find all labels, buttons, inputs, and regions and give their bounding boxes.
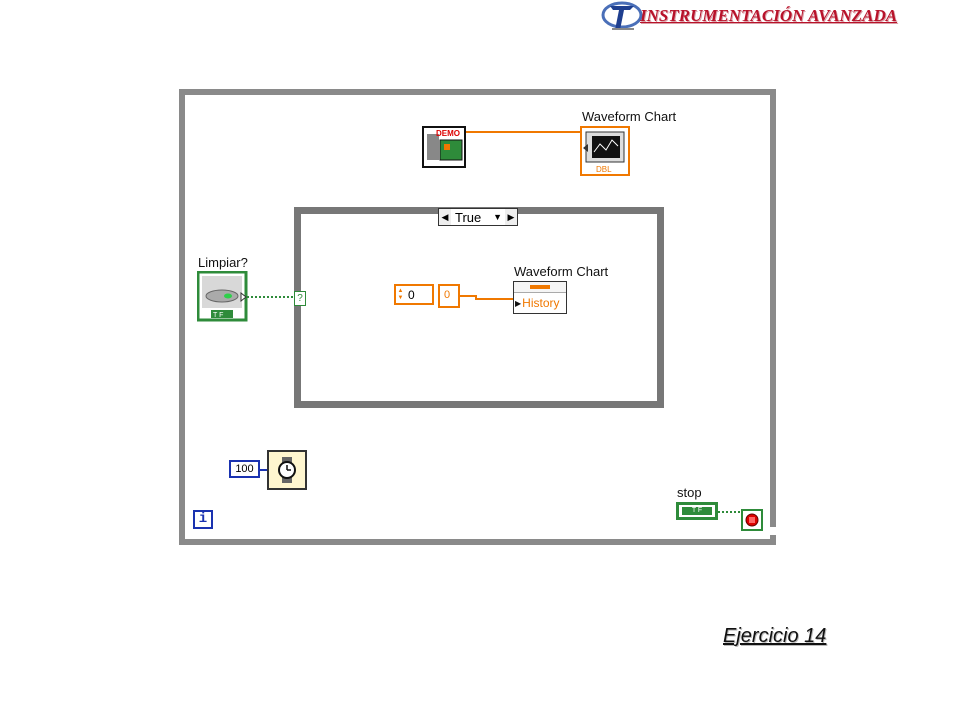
property-history-item[interactable]: ▶ History — [514, 293, 566, 313]
svg-text:DBL: DBL — [596, 165, 612, 174]
stop-label: stop — [677, 485, 702, 500]
property-input-arrow-icon: ▶ — [515, 298, 522, 308]
wait-wire — [260, 469, 268, 471]
iteration-terminal-icon[interactable]: i — [193, 510, 213, 529]
top-chart-label: Waveform Chart — [582, 109, 677, 124]
wait-ms-function[interactable] — [267, 450, 307, 495]
exercise-title: Ejercicio 14 — [723, 625, 827, 647]
while-loop[interactable] — [179, 89, 776, 545]
svg-text:T F: T F — [213, 312, 223, 319]
stop-boolean-terminal[interactable]: T F — [676, 502, 718, 520]
increment-arrows-icon[interactable]: ▲▼ — [397, 287, 404, 301]
loop-condition-terminal[interactable] — [741, 509, 763, 536]
numeric-control-value: 0 — [408, 287, 415, 302]
demo-daq-vi[interactable]: DEMO — [422, 126, 466, 173]
demo-daq-icon: DEMO — [422, 126, 466, 168]
numeric-indicator[interactable]: 0 — [438, 284, 460, 308]
stop-if-true-icon — [741, 509, 763, 531]
waveform-chart-icon: DBL — [580, 126, 630, 176]
property-history-label: History — [522, 296, 560, 310]
inner-chart-label: Waveform Chart — [514, 264, 609, 279]
top-waveform-chart-terminal[interactable]: DBL — [580, 126, 630, 181]
case-next-arrow-icon[interactable]: ▶ — [505, 209, 517, 225]
stop-terminal-tf: T F — [682, 507, 712, 515]
limpiar-boolean-terminal[interactable]: T F — [196, 270, 249, 328]
property-node-header — [514, 282, 566, 293]
case-selector-value: True — [455, 209, 482, 225]
course-title: INSTRUMENTACIÓN AVANZADA — [640, 6, 898, 25]
chart-property-node[interactable]: ▶ History — [513, 281, 567, 314]
case-selector[interactable]: ◀ True ▼ ▶ — [438, 208, 518, 226]
case-dropdown-icon[interactable]: ▼ — [493, 212, 502, 222]
numeric-control[interactable]: ▲▼ 0 — [394, 284, 434, 305]
svg-text:DEMO: DEMO — [436, 129, 460, 138]
boolean-control-label: Limpiar? — [198, 255, 248, 270]
watch-icon — [267, 450, 307, 490]
case-selector-terminal[interactable]: ? — [294, 291, 306, 306]
wait-time-constant[interactable]: 100 — [229, 460, 260, 478]
case-prev-arrow-icon[interactable]: ◀ — [439, 209, 451, 225]
while-loop-corner — [770, 527, 778, 535]
faculty-logo-icon — [601, 1, 643, 30]
boolean-button-icon: T F — [196, 270, 248, 322]
